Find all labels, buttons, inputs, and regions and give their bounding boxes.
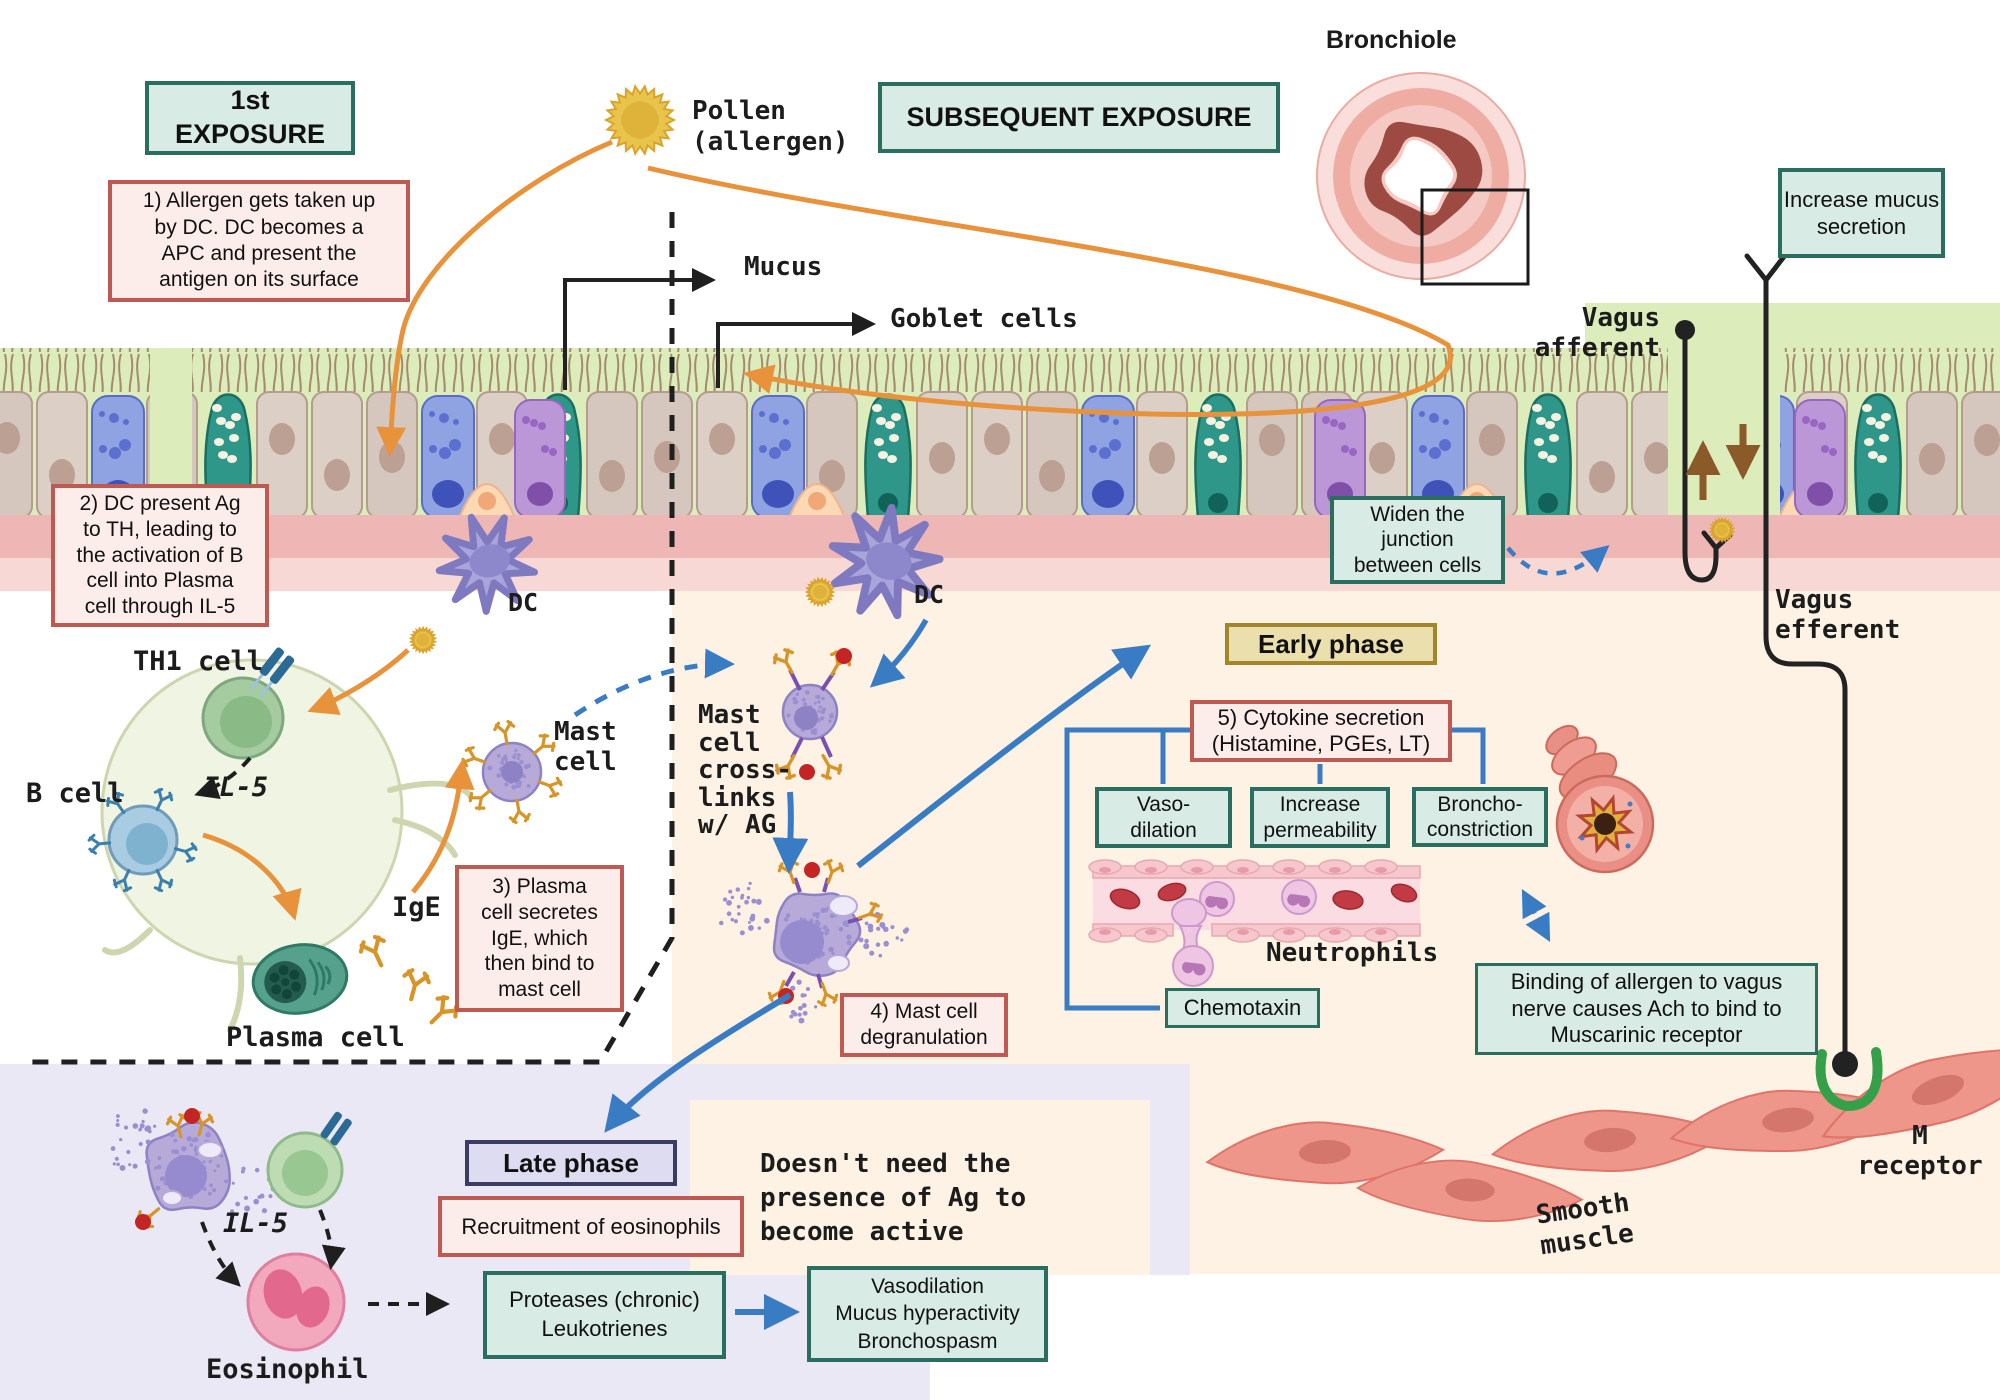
outcome-box: Vasodilation Mucus hyperactivity Broncho… (807, 1266, 1048, 1362)
il5-late-label: IL-5 (223, 1208, 289, 1239)
to-early-phase-arrow (856, 644, 1151, 869)
crosslink-to-degranulation-arrow (772, 791, 809, 874)
mast-cell-icon (461, 719, 563, 825)
widen-junction-box: Widen the junction between cells (1330, 496, 1505, 584)
dc-to-th1-arrow (307, 648, 410, 716)
b-cell-label: B cell (26, 778, 124, 809)
chemotaxin-connector (1064, 727, 1190, 1011)
dc2-label: DC (914, 580, 945, 609)
mast-to-eosinophil-arrow (200, 1221, 241, 1287)
eosinophil-label: Eosinophil (206, 1354, 369, 1385)
goblet-cells-label: Goblet cells (890, 304, 1078, 334)
neutrophil-icon (1199, 879, 1317, 917)
cilia (0, 348, 2000, 392)
mast-cell-label: Mast cell (554, 717, 617, 777)
chemotaxin-box: Chemotaxin (1165, 988, 1320, 1028)
vagus-efferent-nerve-icon (1744, 251, 1858, 1077)
to-late-phase-arrow (604, 992, 792, 1133)
bcell-to-plasma-arrow (202, 832, 302, 921)
first-exposure-allergen-path (376, 139, 613, 457)
pollen-label: Pollen (allergen) (692, 96, 849, 158)
bronchiole-icon (1316, 72, 1530, 286)
eosinophil-icon (246, 1252, 346, 1352)
bronchoconstriction-box: Broncho- constriction (1412, 787, 1548, 847)
basement-membrane (0, 515, 2000, 559)
goblet-pointer (716, 312, 876, 388)
subsequent-exposure-heading: SUBSEQUENT EXPOSURE (878, 82, 1280, 153)
note-panel (690, 1100, 1150, 1275)
ion-flux-arrows (1685, 424, 1761, 500)
plasma-cell-label: Plasma cell (226, 1022, 405, 1053)
extravasating-neutrophil-icon (1171, 898, 1214, 987)
ige-label: IgE (392, 892, 441, 923)
ige-to-mast-arrow (411, 759, 475, 894)
dc2-to-mast-arrow (869, 618, 929, 688)
constricted-bronchiole-icon (1545, 724, 1655, 874)
b-cell-icon (87, 787, 198, 893)
pollen-icon (408, 84, 1736, 655)
vagus-afferent-label: Vagus afferent (1534, 303, 1660, 363)
early-phase-box: Early phase (1225, 623, 1437, 665)
smooth-muscle-label: Smooth muscle (1534, 1187, 1636, 1262)
th1-il5-arrow (194, 756, 252, 800)
mast-cell-degranulating-icon (719, 858, 910, 1024)
binding-vagus-box: Binding of allergen to vagus nerve cause… (1475, 963, 1818, 1055)
exposure-boundary-dashed-line (30, 212, 675, 1065)
step4-box: 4) Mast cell degranulation (840, 993, 1008, 1057)
m-receptor-icon (1815, 1047, 1883, 1112)
dendritic-cell-icon (828, 503, 944, 620)
permeability-box: Increase permeability (1250, 787, 1390, 848)
step5-box: 5) Cytokine secretion (Histamine, PGEs, … (1190, 700, 1452, 762)
step2-box: 2) DC present Ag to TH, leading to the a… (51, 484, 269, 627)
blood-vessel (1088, 859, 1421, 987)
vasodilation-box: Vaso- dilation (1095, 787, 1232, 848)
step3-box: 3) Plasma cell secretes IgE, which then … (455, 865, 624, 1012)
lymph-node (100, 658, 473, 1033)
mucus-label: Mucus (744, 252, 823, 282)
widen-junction-arrow (1506, 545, 1610, 576)
mast-cell-late-icon (110, 1108, 277, 1230)
increase-mucus-box: Increase mucus secretion (1778, 168, 1945, 258)
vagus-efferent-label: Vagus efferent (1775, 585, 1901, 645)
no-ag-note: Doesn't need the presence of Ag to becom… (760, 1149, 1027, 1247)
antibody-icons (358, 934, 459, 1025)
mast-crosslinks-label: Mast cell cross- links w/ AG (698, 700, 792, 841)
proteases-box: Proteases (chronic) Leukotrienes (483, 1271, 726, 1359)
sensitized-mast-arrow (573, 648, 735, 718)
late-phase-box: Late phase (465, 1140, 677, 1186)
bronchiole-label: Bronchiole (1326, 26, 1457, 54)
epithelium (0, 303, 2000, 591)
th1-cell-icon (201, 647, 295, 760)
mucus-pointer (563, 268, 716, 390)
neutrophils-label: Neutrophils (1266, 938, 1439, 968)
plasma-cell-icon (251, 943, 349, 1015)
m-receptor-label: M receptor (1857, 1121, 1983, 1181)
th1-cell-label: TH1 cell (133, 646, 264, 677)
recruitment-box: Recruitment of eosinophils (438, 1196, 744, 1257)
step1-box: 1) Allergen gets taken up by DC. DC beco… (108, 180, 410, 302)
th-to-eosinophil-arrow (318, 1209, 346, 1270)
dc1-label: DC (508, 588, 539, 617)
mast-cell-crosslinked-icon (772, 648, 852, 780)
zoom-region-frame (1420, 188, 1530, 286)
subsequent-exposure-allergen-path (647, 165, 1453, 417)
il5-label: IL-5 (203, 772, 269, 803)
arrows (30, 139, 1610, 1330)
first-exposure-heading: 1st EXPOSURE (145, 81, 355, 155)
red-blood-cells (1109, 882, 1418, 910)
dendritic-cell-icon (435, 513, 538, 615)
th-cell-late-icon (266, 1111, 352, 1209)
